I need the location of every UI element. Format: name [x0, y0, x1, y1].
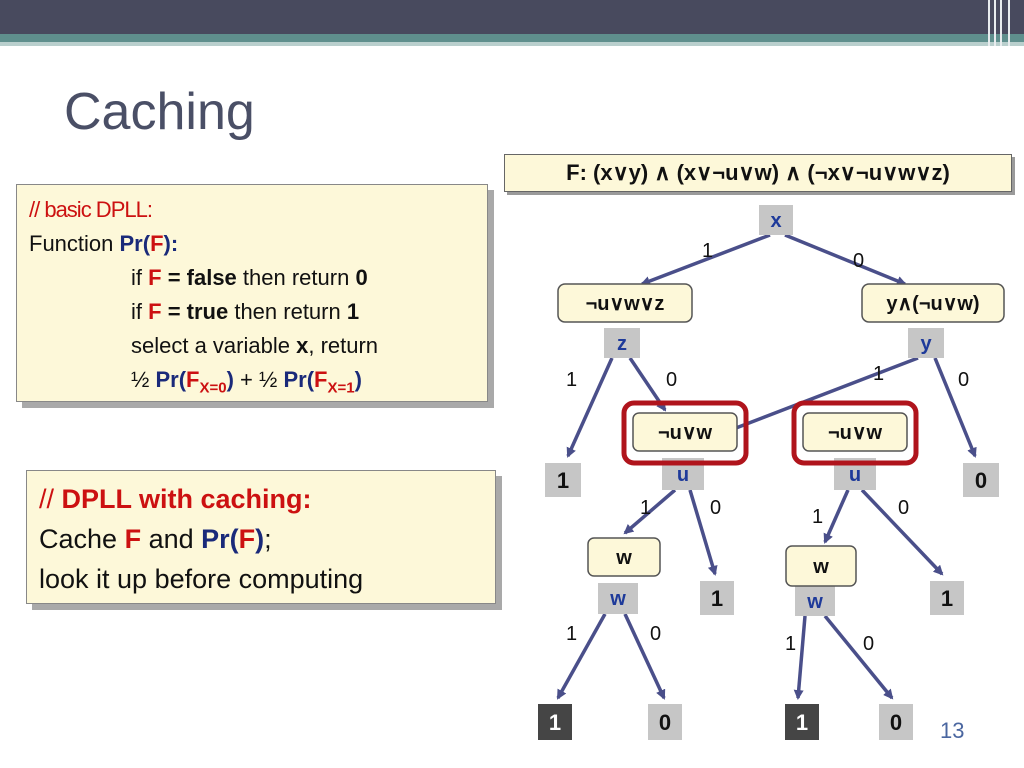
leaf-wr1-label: 1 — [796, 710, 808, 735]
formula-box: F: (x∨y) ∧ (x∨¬u∨w) ∧ (¬x∨¬u∨w∨z) — [504, 154, 1012, 192]
slide-number: 13 — [940, 718, 965, 743]
top-stripe-light — [0, 42, 1024, 46]
leaf-ur0-label: 1 — [941, 586, 953, 611]
edge-label-y1: 1 — [873, 363, 884, 385]
edge-ul-0 — [688, 489, 718, 576]
leaf-wl1-label: 1 — [549, 710, 561, 735]
edge-label-wr0: 0 — [863, 633, 874, 655]
var-w-left-label: w — [609, 588, 626, 610]
edge-y-0 — [933, 357, 977, 458]
lookup-line: look it up before computing — [39, 564, 364, 594]
edge-label-ul0: 0 — [710, 497, 721, 519]
caching-comment: // DPLL with caching: — [39, 484, 312, 514]
edge-wr-0 — [823, 614, 894, 700]
edge-wl-1 — [556, 613, 607, 700]
edge-label-z1: 1 — [566, 369, 577, 391]
formula-right-label: y∧(¬u∨w) — [886, 293, 979, 315]
cache-ring-left: ¬u∨w — [621, 400, 749, 466]
edge-label-ul1: 1 — [640, 497, 651, 519]
tree-edges — [556, 233, 977, 700]
leaf-y0: 0 — [963, 463, 999, 497]
leaf-z1-label: 1 — [557, 468, 569, 493]
formula-node-w-right: w — [785, 545, 857, 587]
true-line: if F = true then return 1 — [131, 299, 360, 324]
var-node-w-left: w — [598, 583, 638, 614]
var-z-label: z — [617, 333, 627, 355]
leaf-wl0-label: 0 — [659, 710, 671, 735]
edge-label-z0: 0 — [666, 369, 677, 391]
leaf-wr0-label: 0 — [890, 710, 902, 735]
formula-text: F: (x∨y) ∧ (x∨¬u∨w) ∧ (¬x∨¬u∨w∨z) — [566, 160, 950, 185]
edge-label-y0: 0 — [958, 369, 969, 391]
basic-dpll-comment: // basic DPLL: — [29, 197, 153, 222]
var-node-x: x — [759, 205, 793, 235]
leaf-wr0: 0 — [879, 704, 913, 740]
edge-ur-1 — [823, 489, 850, 544]
edge-x-0 — [784, 233, 907, 286]
top-stripe — [0, 34, 1024, 42]
select-line: select a variable x, return — [131, 333, 379, 358]
edge-ur-0 — [860, 488, 944, 576]
edge-labels: 1 0 1 0 1 0 1 0 1 0 1 0 1 0 — [566, 240, 969, 655]
slide-title: Caching — [64, 83, 255, 141]
cache-line: Cache F and Pr(F); — [39, 524, 272, 554]
function-line: Function Pr(F): — [29, 231, 179, 256]
formula-w-left-label: w — [615, 547, 632, 569]
var-node-z: z — [604, 328, 640, 358]
var-node-y: y — [908, 328, 944, 358]
top-banner — [0, 0, 1024, 34]
formula-node-left: ¬u∨w∨z — [557, 283, 693, 323]
cache-left-label: ¬u∨w — [658, 422, 713, 444]
var-x-label: x — [770, 210, 781, 232]
formula-node-w-left: w — [587, 537, 661, 577]
leaf-wl0: 0 — [648, 704, 682, 740]
var-w-right-label: w — [806, 591, 823, 613]
edge-label-x0: 0 — [853, 250, 864, 272]
edge-label-x1: 1 — [702, 240, 713, 262]
leaf-wl1: 1 — [538, 704, 572, 740]
edge-label-wl0: 0 — [650, 623, 661, 645]
edge-wr-1 — [793, 615, 807, 700]
edge-ul-1 — [623, 488, 677, 535]
formula-w-right-label: w — [812, 556, 829, 578]
return-line: ½ Pr(FX=0) + ½ Pr(FX=1) — [131, 367, 362, 397]
false-line: if F = false then return 0 — [131, 265, 368, 290]
leaf-wr1: 1 — [785, 704, 819, 740]
var-node-w-right: w — [795, 585, 835, 616]
leaf-ur0: 1 — [930, 581, 964, 615]
leaf-y0-label: 0 — [975, 468, 987, 493]
leaf-ul0: 1 — [700, 581, 734, 615]
leaf-z1: 1 — [545, 463, 581, 497]
leaf-ul0-label: 1 — [711, 586, 723, 611]
edge-label-wl1: 1 — [566, 623, 577, 645]
basic-dpll-panel: // basic DPLL: Function Pr(F): if F = fa… — [16, 184, 488, 402]
formula-node-right: y∧(¬u∨w) — [861, 283, 1005, 323]
var-u-right-label: u — [849, 464, 861, 486]
cache-right-label: ¬u∨w — [828, 422, 883, 444]
edge-label-ur0: 0 — [898, 497, 909, 519]
caching-panel: // DPLL with caching: Cache F and Pr(F);… — [26, 470, 496, 604]
decorative-lines — [988, 0, 1016, 46]
edge-label-ur1: 1 — [812, 506, 823, 528]
edge-x-1 — [640, 233, 771, 286]
edge-z-1 — [566, 357, 614, 458]
cache-ring-right: ¬u∨w — [791, 400, 919, 466]
edge-wl-0 — [623, 613, 666, 700]
var-u-left-label: u — [677, 464, 689, 486]
formula-left-label: ¬u∨w∨z — [586, 293, 665, 315]
var-y-label: y — [920, 333, 932, 355]
edge-label-wr1: 1 — [785, 633, 796, 655]
